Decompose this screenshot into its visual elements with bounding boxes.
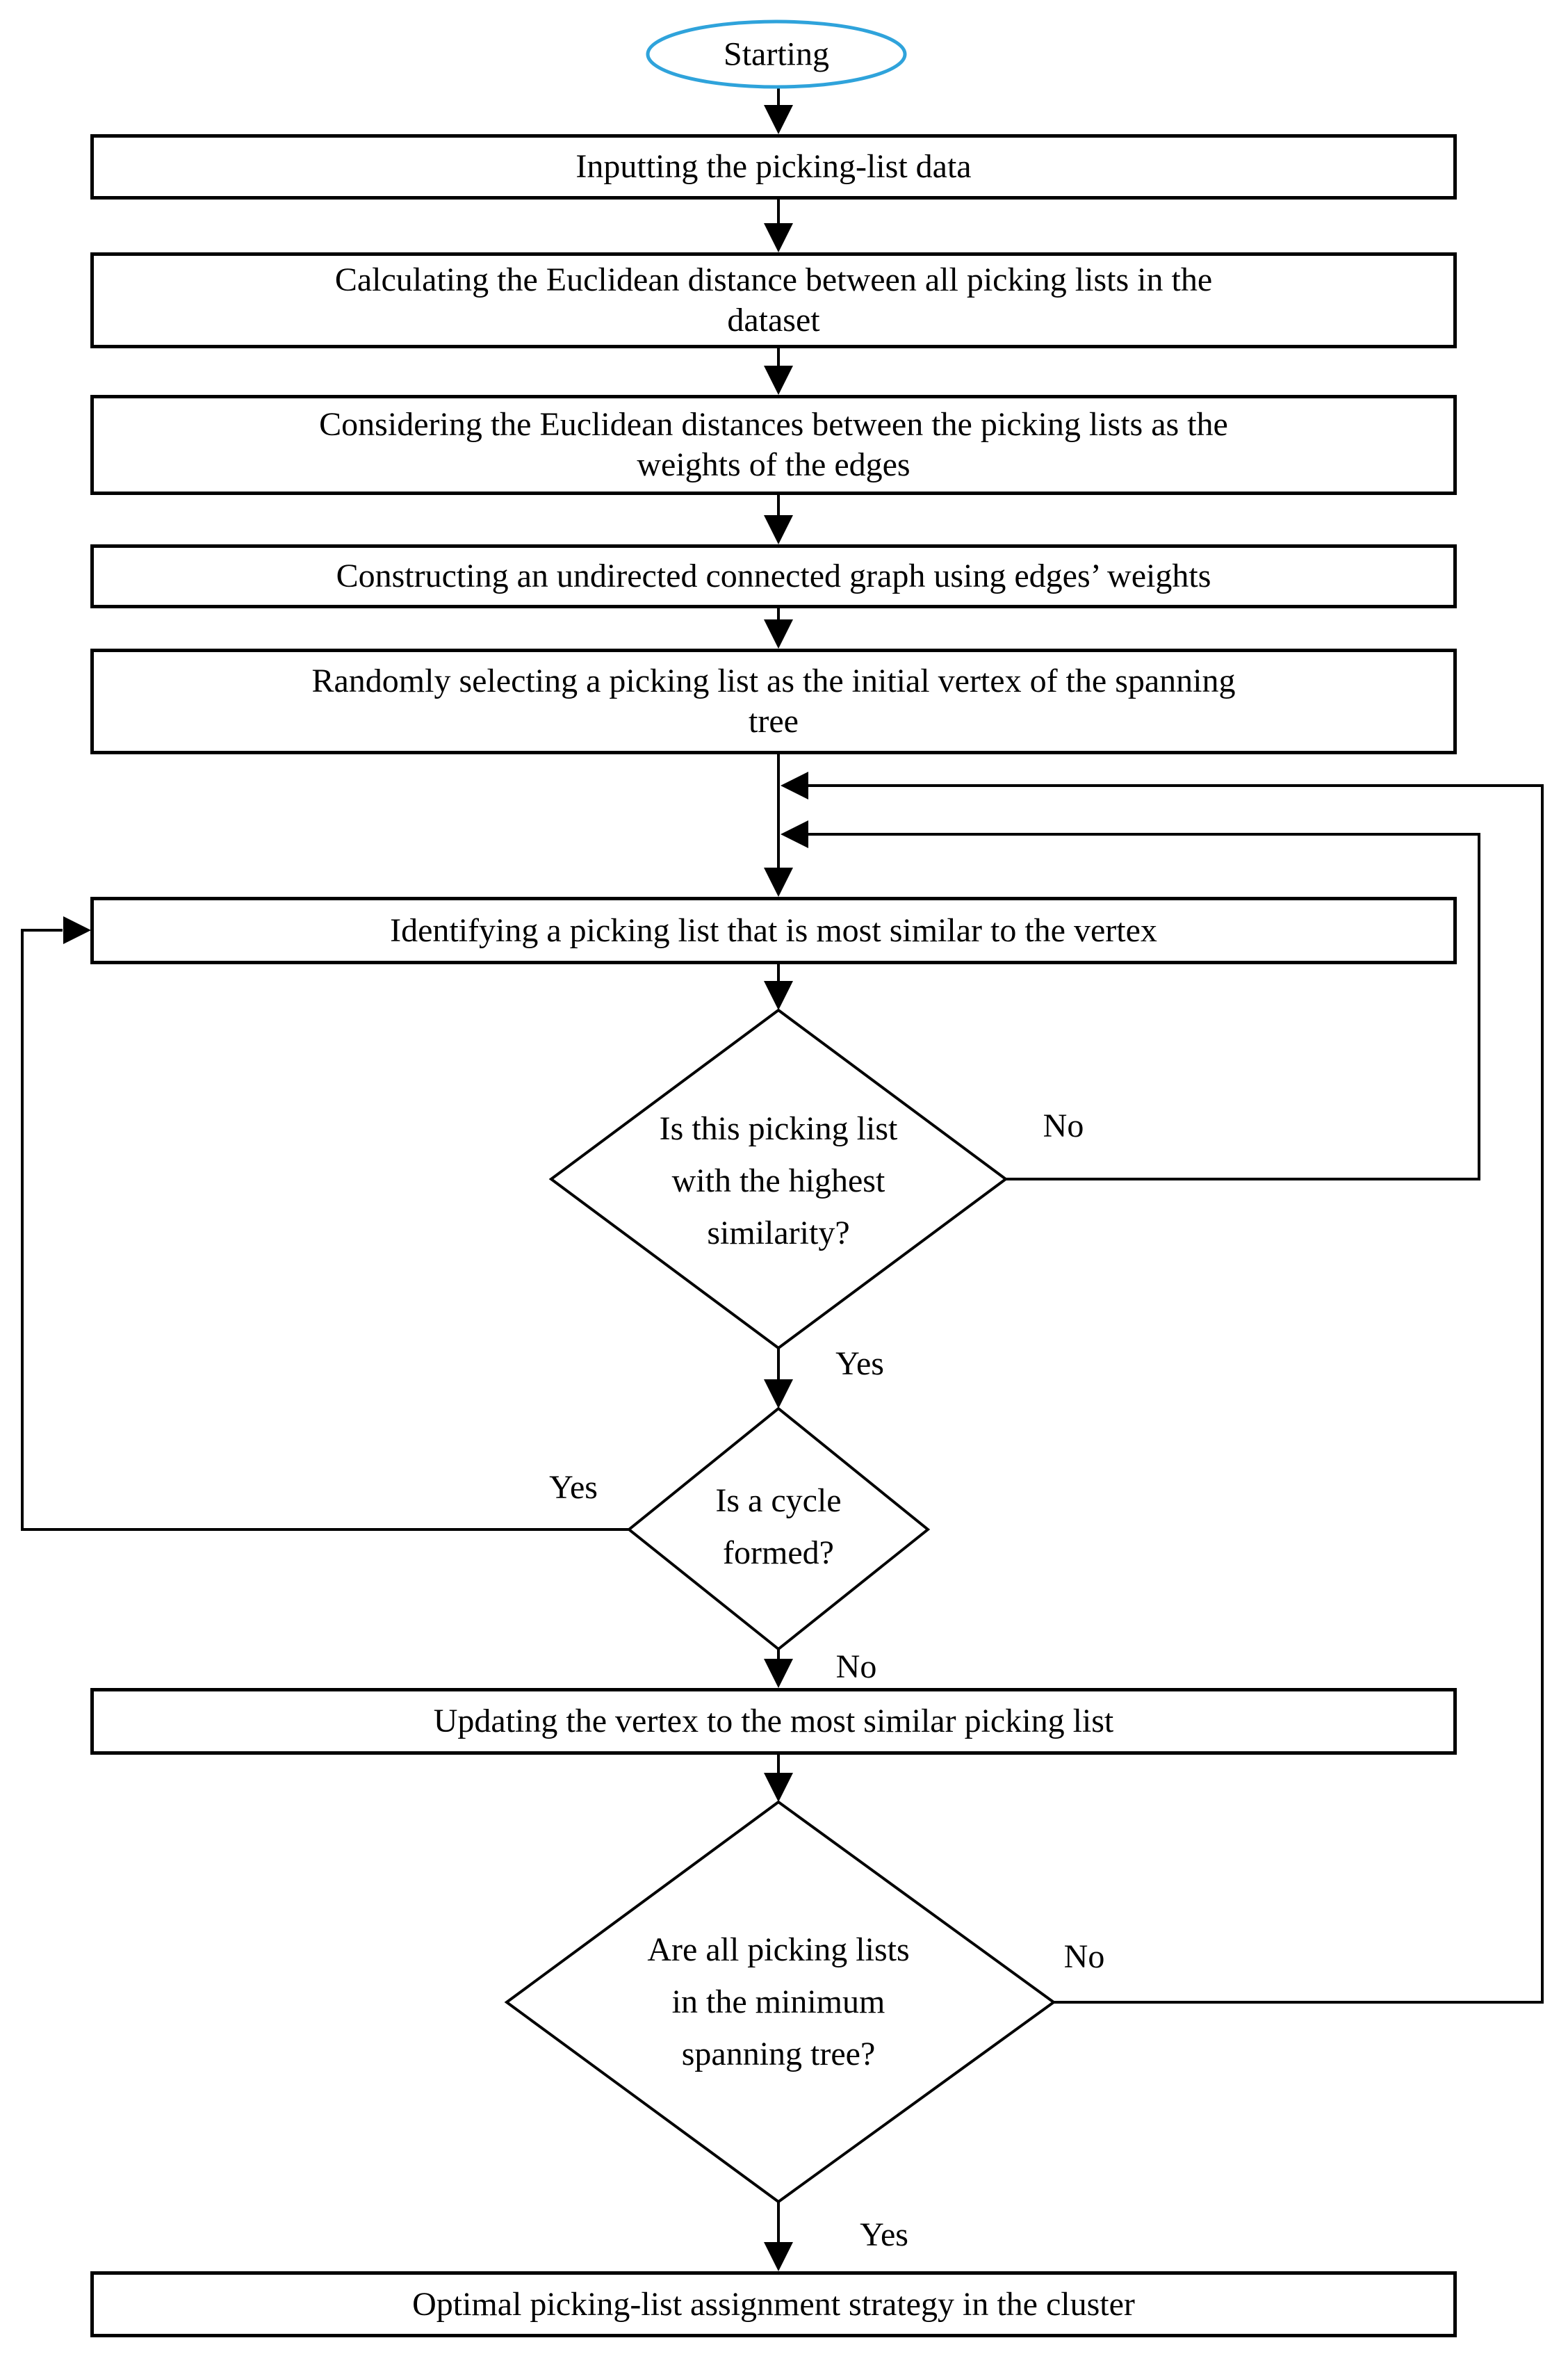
arrowhead-into-identify [764,868,793,897]
process-box-identify: Identifying a picking list that is most … [90,897,1457,964]
process-box-consider-text-line1: Considering the Euclidean distances betw… [319,406,1228,443]
decision-highest-similarity-diamond [548,1008,1008,1350]
branch-label-alltree-no: No [1063,1938,1105,1975]
arrowhead-into-cycle-diamond [764,1379,793,1409]
process-box-random-text-line2: tree [749,703,799,740]
branch-label-highest-no: No [1043,1107,1084,1144]
process-box-calculate-text-line1: Calculating the Euclidean distance betwe… [334,261,1213,298]
arrowhead-into-highest-diamond [764,981,793,1010]
process-box-random-text-line1: Randomly selecting a picking list as the… [311,663,1236,699]
decision-all-in-tree-line1: Are all picking lists [647,1931,910,1968]
arrowhead-into-alltree-diamond [764,1773,793,1802]
decision-highest-similarity-line3: similarity? [707,1215,850,1251]
decision-cycle-formed-line2: formed? [723,1534,834,1571]
process-box-update: Updating the vertex to the most similar … [90,1688,1457,1755]
process-box-input: Inputting the picking-list data [90,134,1457,200]
decision-all-in-tree-line3: spanning tree? [681,2036,876,2072]
process-box-input-text: Inputting the picking-list data [575,148,972,185]
arrowhead-merge-outer-loop [781,772,808,799]
process-box-update-text: Updating the vertex to the most similar … [433,1703,1114,1739]
decision-all-in-tree-text: Are all picking lists in the minimum spa… [500,1924,1056,2080]
branch-label-cycle-no: No [835,1648,877,1685]
decision-cycle-formed-line1: Is a cycle [715,1482,842,1519]
branch-label-highest-yes: Yes [835,1345,884,1382]
branch-label-alltree-yes: Yes [860,2216,908,2253]
process-box-optimal-text: Optimal picking-list assignment strategy… [412,2285,1135,2323]
decision-all-in-tree-diamond [504,1800,1056,2204]
decision-highest-similarity-line1: Is this picking list [659,1110,898,1147]
process-box-consider: Considering the Euclidean distances betw… [90,395,1457,495]
arrowhead-merge-inner-loop [781,820,808,848]
arrowhead-into-identify-left [63,916,91,944]
decision-all-in-tree-line2: in the minimum [671,1983,885,2020]
loop-alltree-no [808,784,1544,2004]
process-box-calculate-text-line2: dataset [727,302,820,339]
process-box-consider-text-line2: weights of the edges [637,446,910,483]
decision-cycle-formed-text: Is a cycle formed? [605,1475,952,1579]
start-label: Starting [724,35,829,73]
process-box-construct: Constructing an undirected connected gra… [90,544,1457,608]
arrowhead-into-update [764,1659,793,1688]
process-box-construct-text: Constructing an undirected connected gra… [336,558,1211,594]
process-box-identify-text: Identifying a picking list that is most … [390,911,1157,949]
decision-cycle-formed-diamond [626,1406,931,1651]
arrowhead-into-random [764,619,793,649]
arrowhead-into-input [764,105,793,134]
process-box-random: Randomly selecting a picking list as the… [90,649,1457,754]
process-box-optimal: Optimal picking-list assignment strategy… [90,2271,1457,2337]
arrowhead-into-calculate [764,223,793,252]
arrowhead-into-construct [764,515,793,544]
arrowhead-into-optimal [764,2242,793,2271]
decision-highest-similarity-text: Is this picking list with the highest si… [535,1103,1022,1259]
loop-cycle-yes [21,929,629,1531]
branch-label-cycle-yes: Yes [549,1469,598,1506]
loop-highest-no [808,833,1480,1180]
arrowhead-into-consider [764,366,793,395]
start-terminator-ellipse [646,19,907,89]
decision-highest-similarity-line2: with the highest [671,1162,885,1199]
process-box-calculate: Calculating the Euclidean distance betwe… [90,252,1457,348]
